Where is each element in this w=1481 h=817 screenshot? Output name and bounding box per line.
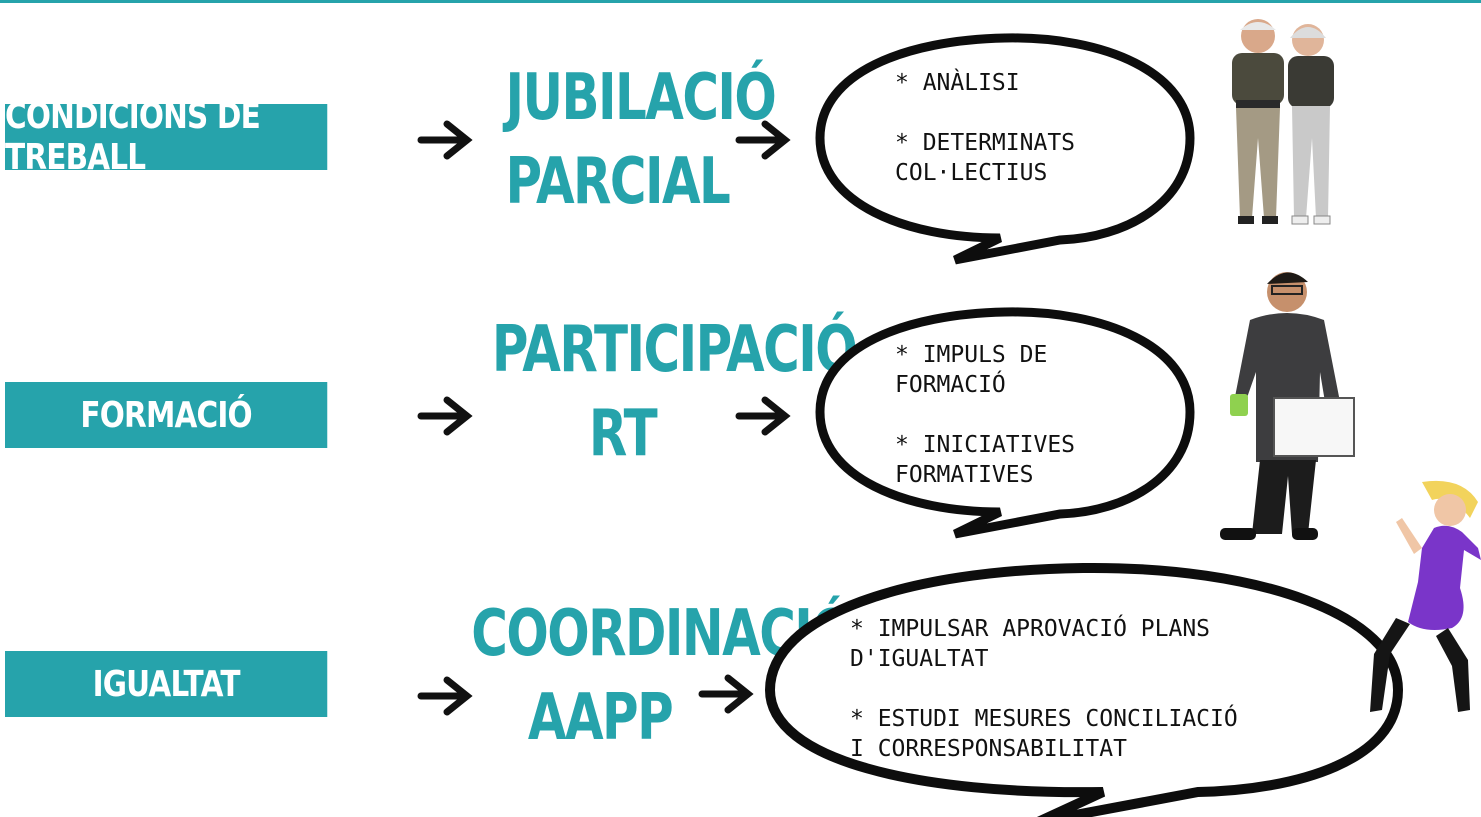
category-box-formacio: FORMACIÓ — [5, 382, 328, 448]
bubble-item: * ANÀLISI — [895, 70, 1020, 96]
bubble-item-cont: D'IGUALTAT — [850, 646, 989, 672]
category-box-condicions: CONDICIONS DE TREBALL — [5, 96, 328, 178]
bubble-item: * IMPULS DE — [895, 342, 1048, 368]
bubble-text: * IMPULSAR APROVACIÓ PLANS D'IGUALTAT * E… — [850, 614, 1360, 764]
bubble-item: * ESTUDI MESURES CONCILIACIÓ — [850, 706, 1238, 732]
bubble-item-cont: FORMATIVES — [895, 462, 1034, 488]
arrow-right-icon — [735, 396, 791, 436]
young-man-figure — [1220, 272, 1355, 540]
bubble-item: * DETERMINATS — [895, 130, 1076, 156]
bubble-item-cont: COL·LECTIUS — [895, 160, 1048, 186]
concept-jubilacio-parcial: JUBILACIÓ PARCIAL — [478, 56, 777, 224]
category-label: IGUALTAT — [92, 663, 241, 705]
bubble-text: * IMPULS DE FORMACIÓ * INICIATIVES FORMATI… — [895, 340, 1175, 490]
concept-line-1: JUBILACIÓ — [505, 61, 777, 135]
concept-participacio-rt: PARTICIPACIÓ RT — [455, 308, 858, 476]
dancing-woman-figure — [1370, 480, 1481, 712]
bubble-item: * INICIATIVES — [895, 432, 1076, 458]
top-border-line — [0, 0, 1481, 3]
category-label: CONDICIONS DE TREBALL — [5, 96, 261, 178]
concept-line-1: PARTICIPACIÓ — [491, 313, 858, 387]
speech-bubble — [815, 33, 1195, 265]
arrow-right-icon — [417, 120, 473, 160]
arrow-right-icon — [417, 676, 473, 716]
bubble-item: * IMPULSAR APROVACIÓ PLANS — [850, 616, 1211, 642]
concept-line-1: COORDINACIÓ — [471, 597, 853, 671]
arrow-right-icon — [735, 120, 791, 160]
speech-bubble — [764, 562, 1404, 817]
concept-line-2: PARCIAL — [505, 145, 731, 219]
concept-line-2: RT — [588, 397, 658, 471]
bubble-item-cont: FORMACIÓ — [895, 372, 1006, 398]
category-label: FORMACIÓ — [80, 394, 252, 436]
concept-line-2: AAPP — [527, 681, 674, 755]
category-box-igualtat: IGUALTAT — [5, 651, 328, 717]
elderly-couple-figure — [1232, 19, 1334, 225]
arrow-right-icon — [417, 396, 473, 436]
arrow-right-icon — [698, 674, 754, 714]
bubble-item-cont: I CORRESPONSABILITAT — [850, 736, 1127, 762]
bubble-text: * ANÀLISI * DETERMINATS COL·LECTIUS — [895, 68, 1175, 188]
speech-bubble — [815, 307, 1195, 539]
